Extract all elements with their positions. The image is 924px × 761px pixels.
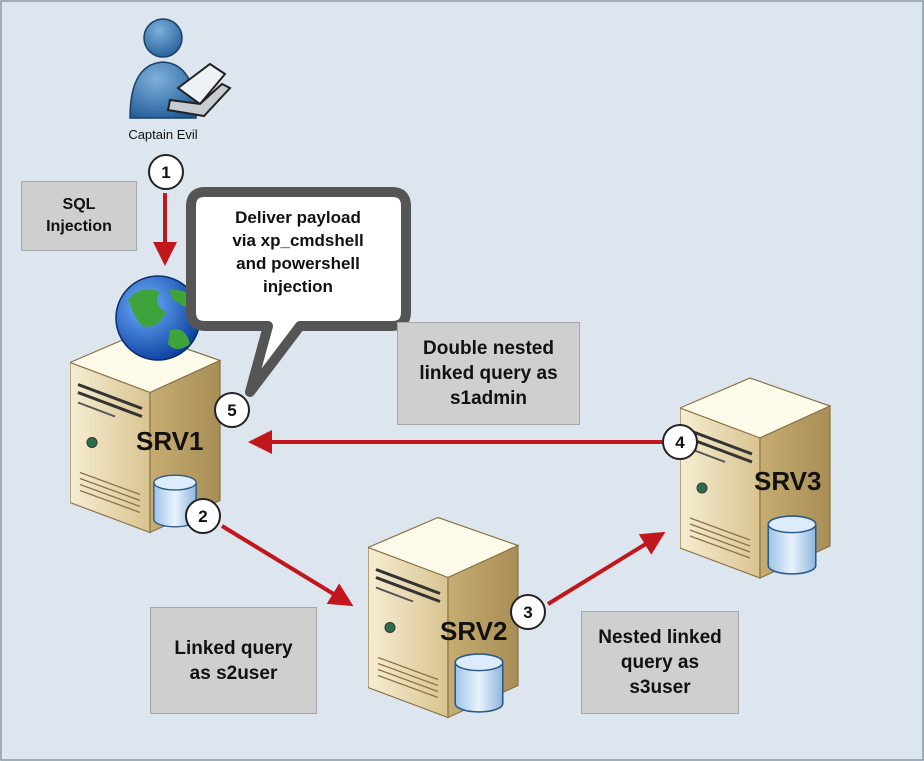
svg-text:5: 5 (227, 401, 236, 420)
step-5-badge: 5 (214, 392, 250, 428)
note-text: Nested linked query as s3user (598, 627, 722, 698)
step-3-badge: 3 (510, 594, 546, 630)
svg-text:3: 3 (523, 603, 532, 622)
note-nested-linked: Nested linked query as s3user (581, 611, 739, 714)
note-text: Linked query as s2user (174, 637, 293, 684)
payload-text: Deliver payload via xp_cmdshell and powe… (232, 208, 364, 296)
note-text: Double nested linked query as s1admin (419, 338, 558, 409)
note-text: SQL Injection (46, 196, 112, 235)
step-4-badge: 4 (662, 424, 698, 460)
globe-icon (115, 275, 201, 361)
actor-name: Captain Evil (128, 127, 197, 142)
arrow-step-2 (220, 524, 354, 607)
server-srv3: SRV3 (680, 376, 832, 580)
note-double-nested: Double nested linked query as s1admin (397, 322, 580, 425)
server-label-srv3: SRV3 (754, 466, 821, 496)
database-icon (454, 653, 504, 713)
step-2-badge: 2 (185, 498, 221, 534)
note-sql-injection: SQL Injection (21, 181, 137, 251)
svg-text:1: 1 (161, 163, 170, 182)
svg-text:4: 4 (675, 433, 685, 452)
server-srv1: SRV1 (70, 330, 222, 535)
arrow-step-3 (546, 531, 666, 606)
note-linked-query: Linked query as s2user (150, 607, 317, 714)
payload-speech-bubble (186, 187, 411, 397)
svg-text:2: 2 (198, 507, 207, 526)
server-srv2: SRV2 (368, 515, 520, 720)
database-icon (767, 515, 817, 575)
server-label-srv1: SRV1 (136, 426, 203, 456)
attacker-laptop-icon (129, 18, 232, 119)
server-label-srv2: SRV2 (440, 616, 507, 646)
step-1-badge: 1 (148, 154, 184, 190)
